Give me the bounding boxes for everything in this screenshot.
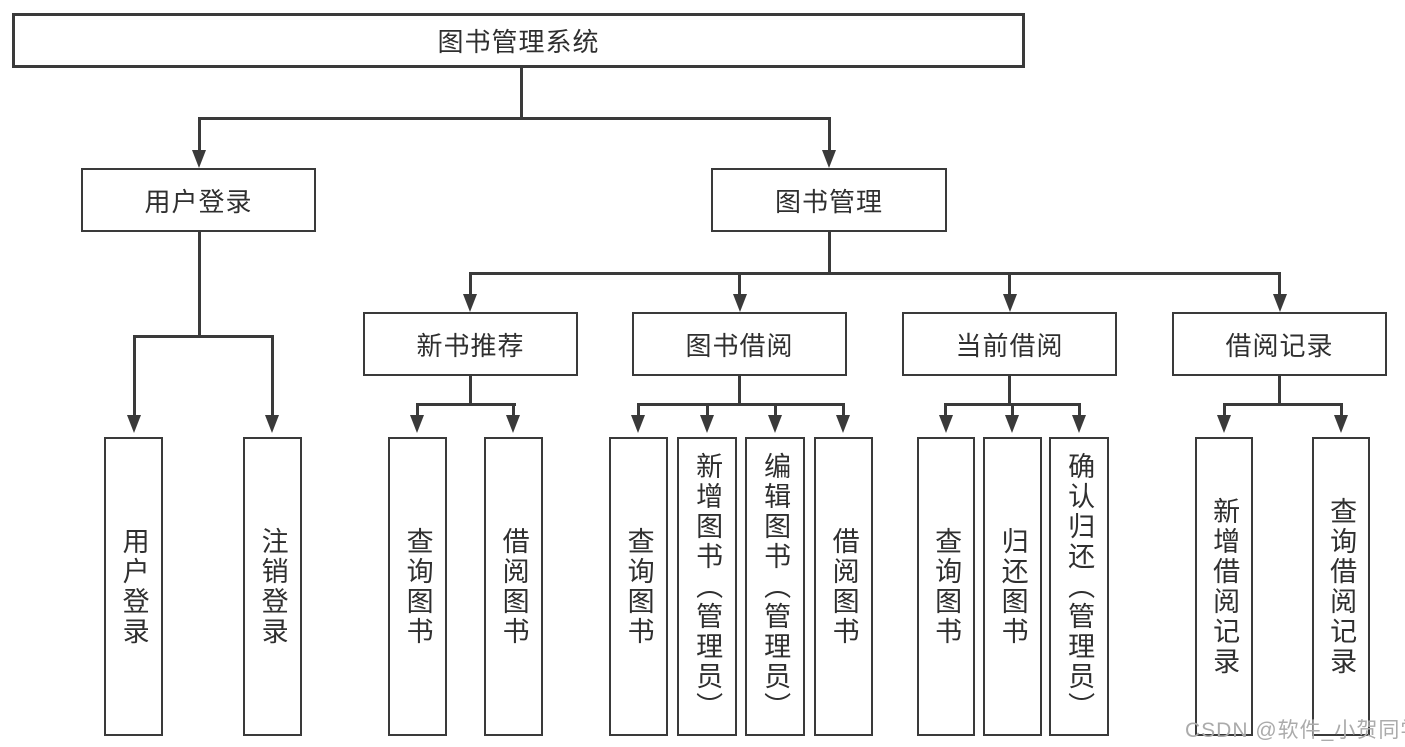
- leaf-add-book-admin: 新增图书（管理员）: [677, 437, 737, 736]
- node-book-borrow-label: 图书借阅: [685, 330, 794, 361]
- node-book-mgmt: 图书管理: [711, 168, 947, 232]
- arrowhead-icon: [192, 150, 206, 168]
- leaf-borrow-query-book: 查询图书: [609, 437, 668, 736]
- arrowhead-icon: [265, 415, 279, 433]
- leaf-newbook-borrow-book-label: 借阅图书: [498, 526, 529, 647]
- connector-userlogin-rail: [133, 335, 274, 338]
- connector-records-stem: [1278, 376, 1281, 406]
- connector-bookborrow-drop-3: [774, 403, 777, 417]
- arrowhead-icon: [1217, 415, 1231, 433]
- connector-records-rail: [1223, 403, 1343, 406]
- connector-bookmgmt-drop-2: [738, 272, 741, 296]
- node-borrow-records-label: 借阅记录: [1225, 330, 1334, 361]
- leaf-add-book-admin-label: 新增图书（管理员）: [692, 451, 723, 722]
- connector-bookborrow-rail: [637, 403, 845, 406]
- connector-records-drop-1: [1223, 403, 1226, 417]
- connector-records-drop-2: [1340, 403, 1343, 417]
- connector-bookborrow-stem: [738, 376, 741, 406]
- connector-currentborrow-drop-3: [1078, 403, 1081, 417]
- arrowhead-icon: [822, 150, 836, 168]
- leaf-confirm-return-admin-label: 确认归还（管理员）: [1064, 451, 1095, 722]
- leaf-return-book-label: 归还图书: [997, 526, 1028, 647]
- leaf-borrow-query-book-label: 查询图书: [623, 526, 654, 647]
- leaf-borrow-borrow-book: 借阅图书: [814, 437, 873, 736]
- arrowhead-icon: [463, 294, 477, 312]
- connector-newbook-drop-2: [512, 403, 515, 417]
- arrowhead-icon: [1334, 415, 1348, 433]
- arrowhead-icon: [506, 415, 520, 433]
- arrowhead-icon: [1003, 294, 1017, 312]
- connector-bookmgmt-drop-3: [1008, 272, 1011, 296]
- arrowhead-icon: [1072, 415, 1086, 433]
- leaf-borrow-borrow-book-label: 借阅图书: [828, 526, 859, 647]
- leaf-newbook-borrow-book: 借阅图书: [484, 437, 543, 736]
- leaf-logout-label: 注销登录: [257, 526, 288, 647]
- connector-userlogin-stem: [198, 230, 201, 338]
- leaf-add-borrow-record: 新增借阅记录: [1195, 437, 1253, 736]
- connector-bookmgmt-rail: [469, 272, 1281, 275]
- connector-bookmgmt-stem: [828, 230, 831, 275]
- leaf-logout: 注销登录: [243, 437, 302, 736]
- node-new-book-recommend: 新书推荐: [363, 312, 578, 376]
- leaf-current-query-book-label: 查询图书: [931, 526, 962, 647]
- arrowhead-icon: [700, 415, 714, 433]
- arrowhead-icon: [939, 415, 953, 433]
- node-system-root: 图书管理系统: [12, 13, 1025, 68]
- node-current-borrow-label: 当前借阅: [955, 330, 1064, 361]
- connector-userlogin-drop-1: [133, 335, 136, 417]
- node-book-borrow: 图书借阅: [632, 312, 847, 376]
- connector-bookborrow-drop-1: [637, 403, 640, 417]
- arrowhead-icon: [1273, 294, 1287, 312]
- connector-newbook-stem: [469, 376, 472, 406]
- connector-currentborrow-stem: [1008, 376, 1011, 406]
- connector-bookborrow-drop-2: [706, 403, 709, 417]
- leaf-current-query-book: 查询图书: [917, 437, 975, 736]
- leaf-user-login: 用户登录: [104, 437, 163, 736]
- connector-root-stem: [520, 68, 523, 119]
- connector-userlogin-drop-2: [271, 335, 274, 417]
- arrowhead-icon: [768, 415, 782, 433]
- arrowhead-icon: [836, 415, 850, 433]
- connector-root-rail: [198, 117, 831, 120]
- leaf-edit-book-admin-label: 编辑图书（管理员）: [760, 451, 791, 722]
- connector-currentborrow-drop-2: [1011, 403, 1014, 417]
- node-current-borrow: 当前借阅: [902, 312, 1117, 376]
- leaf-newbook-query-book-label: 查询图书: [402, 526, 433, 647]
- node-book-mgmt-label: 图书管理: [774, 186, 883, 217]
- connector-bookborrow-drop-4: [842, 403, 845, 417]
- connector-newbook-rail: [416, 403, 516, 406]
- node-user-login: 用户登录: [81, 168, 316, 232]
- arrowhead-icon: [1005, 415, 1019, 433]
- leaf-user-login-label: 用户登录: [118, 526, 149, 647]
- leaf-query-borrow-record: 查询借阅记录: [1312, 437, 1370, 736]
- arrowhead-icon: [127, 415, 141, 433]
- connector-root-drop-left: [198, 117, 201, 151]
- arrowhead-icon: [631, 415, 645, 433]
- connector-bookmgmt-drop-1: [469, 272, 472, 296]
- arrowhead-icon: [410, 415, 424, 433]
- node-user-login-label: 用户登录: [144, 186, 253, 217]
- arrowhead-icon: [733, 294, 747, 312]
- leaf-return-book: 归还图书: [983, 437, 1042, 736]
- leaf-confirm-return-admin: 确认归还（管理员）: [1049, 437, 1109, 736]
- leaf-add-borrow-record-label: 新增借阅记录: [1209, 496, 1240, 677]
- node-new-book-recommend-label: 新书推荐: [416, 330, 525, 361]
- connector-newbook-drop-1: [416, 403, 419, 417]
- connector-root-drop-right: [828, 117, 831, 151]
- node-system-root-label: 图书管理系统: [437, 27, 600, 57]
- node-borrow-records: 借阅记录: [1172, 312, 1387, 376]
- csdn-watermark: CSDN @软件_小贺同学: [1185, 719, 1405, 742]
- connector-currentborrow-drop-1: [944, 403, 947, 417]
- leaf-query-borrow-record-label: 查询借阅记录: [1326, 496, 1357, 677]
- connector-bookmgmt-drop-4: [1278, 272, 1281, 296]
- leaf-edit-book-admin: 编辑图书（管理员）: [745, 437, 805, 736]
- leaf-newbook-query-book: 查询图书: [388, 437, 447, 736]
